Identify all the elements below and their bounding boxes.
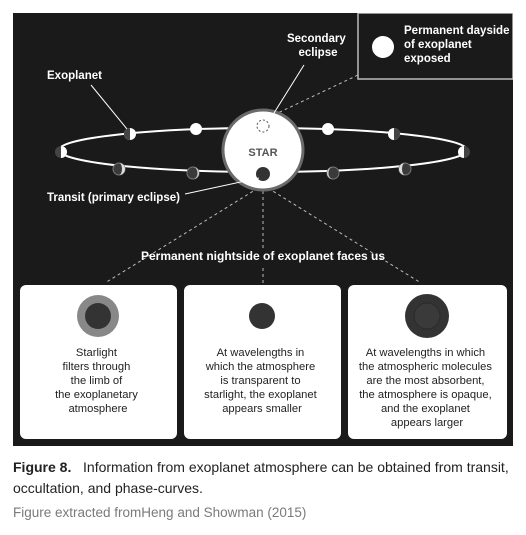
panel-opaque-text: At wavelengths in which the atmospheric … xyxy=(359,347,495,429)
secondary-eclipse-pointer xyxy=(268,64,305,122)
small-planet-icon xyxy=(249,303,275,329)
phase-planet xyxy=(326,166,340,180)
phase-planet xyxy=(322,123,334,135)
phase-planet xyxy=(112,162,126,176)
phase-planet xyxy=(124,128,136,140)
dayside-legend-label: Permanent dayside of exoplanet exposed xyxy=(404,25,513,65)
panel-transparent-text: At wavelengths in which the atmosphere i… xyxy=(204,347,320,415)
transit-pointer xyxy=(184,177,260,195)
figure-caption: Figure 8. Information from exoplanet atm… xyxy=(13,457,513,499)
panel-limb-text: Starlight filters through the limb of th… xyxy=(55,347,141,415)
figure-panel: Permanent dayside of exoplanet exposed S… xyxy=(13,13,513,446)
nightside-label: Permanent nightside of exoplanet faces u… xyxy=(141,249,385,263)
transit-planet xyxy=(256,167,270,181)
phase-planets xyxy=(55,123,470,180)
phase-planet xyxy=(190,123,202,135)
star-label: STAR xyxy=(248,147,277,159)
phase-planet xyxy=(398,162,412,176)
exoplanet-pointer xyxy=(90,84,128,130)
panel-transparent: At wavelengths in which the atmosphere i… xyxy=(184,285,341,439)
caption-text: Information from exoplanet atmosphere ca… xyxy=(13,459,509,496)
phase-planet xyxy=(55,146,67,158)
exoplanet-label: Exoplanet xyxy=(47,70,102,82)
figure-credit: Figure extracted fromHeng and Showman (2… xyxy=(13,505,307,520)
panel-limb: Starlight filters through the limb of th… xyxy=(20,285,177,439)
caption-label: Figure 8. xyxy=(13,459,72,475)
phase-planet xyxy=(458,146,470,158)
guide-lines xyxy=(104,74,422,284)
dayside-legend-box xyxy=(357,13,513,80)
secondary-eclipse-planet xyxy=(256,119,270,133)
phase-planet xyxy=(186,166,200,180)
panel-opaque: At wavelengths in which the atmospheric … xyxy=(348,285,507,439)
transit-label: Transit (primary eclipse) xyxy=(47,192,180,204)
orbit-diagram: Permanent dayside of exoplanet exposed S… xyxy=(20,13,513,439)
dayside-legend-icon xyxy=(372,36,394,58)
phase-planet xyxy=(388,128,400,140)
star xyxy=(221,108,305,192)
secondary-eclipse-label: Secondary eclipse xyxy=(287,33,349,59)
